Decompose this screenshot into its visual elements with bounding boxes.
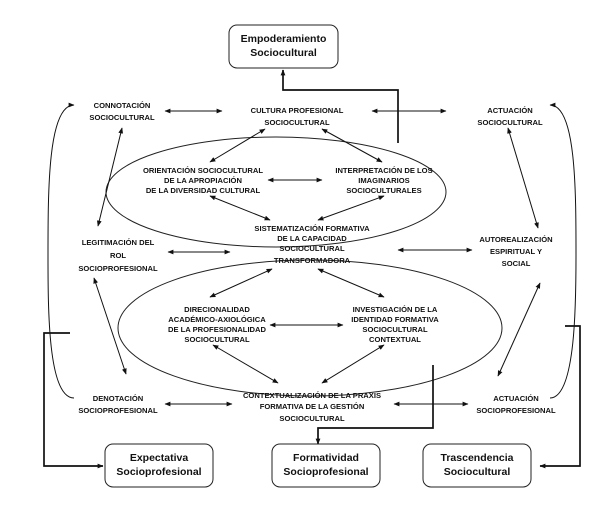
box-empoderamiento: Empoderamiento Sociocultural <box>228 24 339 69</box>
node-connotacion: CONNOTACIÓN SOCIOCULTURAL <box>89 101 155 122</box>
node-connotacion-line2: SOCIOCULTURAL <box>89 113 155 122</box>
node-legitimacion-line1: LEGITIMACIÓN DEL <box>82 238 155 247</box>
arrow-orientacion-sistematizacion <box>209 195 271 221</box>
connector-to-formatividad <box>315 365 434 445</box>
node-actuacion-socioprofesional-line2: SOCIOPROFESIONAL <box>476 406 556 415</box>
node-denotacion: DENOTACIÓN SOCIOPROFESIONAL <box>78 394 158 415</box>
box-formatividad-line1: Formatividad <box>293 452 359 464</box>
node-investigacion-line4: CONTEXTUAL <box>369 335 421 344</box>
node-direccionalidad: DIRECIONALIDAD ACADÉMICO-AXIOLÓGICA DE L… <box>168 305 267 344</box>
node-actuacion-sociocultural: ACTUACIÓN SOCIOCULTURAL <box>477 106 543 127</box>
node-contextualizacion-line2: FORMATIVA DE LA GESTIÓN <box>260 402 365 411</box>
arrow-direccionalidad-contextualizacion <box>212 344 279 384</box>
node-legitimacion-line3: SOCIOPROFESIONAL <box>78 264 158 273</box>
node-connotacion-line1: CONNOTACIÓN <box>94 101 151 110</box>
node-sistematizacion-line1: SISTEMATIZACIÓN FORMATIVA <box>254 224 370 233</box>
node-investigacion: INVESTIGACIÓN DE LA IDENTIDAD FORMATIVA … <box>351 305 439 344</box>
node-investigacion-line3: SOCIOCULTURAL <box>362 325 428 334</box>
box-trascendencia: Trascendencia Sociocultural <box>422 443 532 488</box>
left-outer-curve <box>47 102 75 399</box>
node-direccionalidad-line3: DE LA PROFESIONALIDAD <box>168 325 267 334</box>
node-contextualizacion-line1: CONTEXTUALIZACIÓN DE LA PRAXIS <box>243 391 381 400</box>
node-interpretacion-line1: INTERPRETACIÓN DE LOS <box>335 166 432 175</box>
node-actuacion-socioprofesional-line1: ACTUACIÓN <box>493 394 539 403</box>
arrow-investigacion-contextualizacion <box>321 344 385 384</box>
arrow-interpretacion-sistematizacion <box>317 195 385 221</box>
box-empoderamiento-line1: Empoderamiento <box>241 33 327 45</box>
node-interpretacion-line3: SOCIOCULTURALES <box>346 186 421 195</box>
connector-to-trascendencia <box>539 325 581 469</box>
box-trascendencia-line1: Trascendencia <box>441 452 514 464</box>
arrow-cultura-interpretacion <box>321 128 383 163</box>
node-denotacion-line1: DENOTACIÓN <box>93 394 143 403</box>
arrow-autorealizacion-actuacion <box>497 282 541 377</box>
node-direccionalidad-line2: ACADÉMICO-AXIOLÓGICA <box>168 315 266 324</box>
arrow-cultura-orientacion <box>209 128 266 163</box>
box-expectativa: Expectativa Socioprofesional <box>104 443 214 488</box>
node-actuacion-socioprofesional: ACTUACIÓN SOCIOPROFESIONAL <box>476 394 556 415</box>
node-autorealizacion-line2: ESPIRITUAL Y <box>490 247 542 256</box>
node-contextualizacion-line3: SOCIOCULTURAL <box>279 414 345 423</box>
node-orientacion-line1: ORIENTACIÓN SOCIOCULTURAL <box>143 166 263 175</box>
arrow-sistematizacion-investigacion <box>317 268 385 298</box>
box-empoderamiento-line2: Sociocultural <box>250 47 317 59</box>
arrow-legitimacion-denotacion <box>93 277 127 375</box>
node-autorealizacion-line3: SOCIAL <box>502 259 531 268</box>
node-orientacion: ORIENTACIÓN SOCIOCULTURAL DE LA APROPIAC… <box>143 166 263 195</box>
node-actuacion-sociocultural-line2: SOCIOCULTURAL <box>477 118 543 127</box>
box-expectativa-line1: Expectativa <box>130 452 189 464</box>
node-sistematizacion-line3: SOCIOCULTURAL <box>279 244 345 253</box>
node-autorealizacion: AUTOREALIZACIÓN ESPIRITUAL Y SOCIAL <box>479 235 552 268</box>
node-cultura-profesional-line2: SOCIOCULTURAL <box>264 118 330 127</box>
node-legitimacion: LEGITIMACIÓN DEL ROL SOCIOPROFESIONAL <box>78 238 158 273</box>
node-direccionalidad-line1: DIRECIONALIDAD <box>184 305 250 314</box>
node-autorealizacion-line1: AUTOREALIZACIÓN <box>479 235 552 244</box>
arrow-sistematizacion-direccionalidad <box>209 268 273 298</box>
arrow-connotacion-legitimacion <box>96 127 124 227</box>
box-trascendencia-line2: Sociocultural <box>444 466 511 478</box>
box-formatividad: Formatividad Socioprofesional <box>271 443 381 488</box>
node-denotacion-line2: SOCIOPROFESIONAL <box>78 406 158 415</box>
node-sistematizacion-line4: TRANSFORMADORA <box>274 256 351 265</box>
right-outer-curve <box>549 102 577 399</box>
node-sistematizacion-line2: DE LA CAPACIDAD <box>277 234 347 243</box>
node-orientacion-line3: DE LA DIVERSIDAD CULTURAL <box>146 186 261 195</box>
node-cultura-profesional-line1: CULTURA PROFESIONAL <box>251 106 344 115</box>
node-sistematizacion: SISTEMATIZACIÓN FORMATIVA DE LA CAPACIDA… <box>254 224 370 265</box>
node-interpretacion: INTERPRETACIÓN DE LOS IMAGINARIOS SOCIOC… <box>335 166 432 195</box>
connector-to-empoderamiento <box>280 69 399 143</box>
box-formatividad-line2: Socioprofesional <box>283 466 368 478</box>
box-expectativa-line2: Socioprofesional <box>116 466 201 478</box>
node-interpretacion-line2: IMAGINARIOS <box>358 176 409 185</box>
node-orientacion-line2: DE LA APROPIACIÓN <box>164 176 242 185</box>
node-direccionalidad-line4: SOCIOCULTURAL <box>184 335 250 344</box>
node-cultura-profesional: CULTURA PROFESIONAL SOCIOCULTURAL <box>251 106 344 127</box>
connector-to-expectativa <box>43 332 104 469</box>
node-legitimacion-line2: ROL <box>110 251 126 260</box>
arrow-actuacion-autorealizacion <box>507 127 539 229</box>
node-actuacion-sociocultural-line1: ACTUACIÓN <box>487 106 533 115</box>
node-contextualizacion: CONTEXTUALIZACIÓN DE LA PRAXIS FORMATIVA… <box>243 391 381 423</box>
node-investigacion-line2: IDENTIDAD FORMATIVA <box>351 315 439 324</box>
node-investigacion-line1: INVESTIGACIÓN DE LA <box>353 305 438 314</box>
